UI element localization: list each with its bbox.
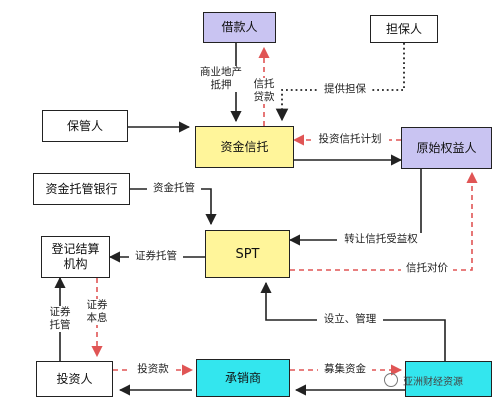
- node-fund-custody-bank: 资金托管银行: [33, 173, 130, 205]
- node-issuer: [405, 361, 492, 397]
- label-investment-payment: 投资款: [131, 363, 175, 376]
- label-trust-loan: 信托 贷款: [248, 78, 280, 104]
- label-principal-interest: 证券 本息: [81, 299, 113, 325]
- wechat-icon: [384, 373, 398, 387]
- node-spt: SPT: [205, 230, 290, 278]
- watermark-text: 亚洲财经资源: [403, 377, 463, 388]
- node-fund-trust: 资金信托: [195, 126, 294, 168]
- label-transfer-trust-beneficiary: 转让信托受益权: [337, 233, 425, 246]
- label-sec-custody-vertical: 证券 托管: [44, 306, 76, 332]
- label-establish-manage: 设立、管理: [317, 313, 383, 326]
- node-original-beneficiary: 原始权益人: [401, 127, 492, 169]
- node-registry: 登记结算 机构: [41, 236, 110, 278]
- label-invest-trust-plan: 投资信托计划: [311, 133, 389, 146]
- edge-provide-guarantee: [275, 43, 405, 122]
- label-fund-custody: 资金托管: [147, 182, 201, 195]
- node-custodian: 保管人: [42, 110, 128, 142]
- edge-transfer-trust-beneficiary: [288, 169, 422, 246]
- label-commercial-pledge: 商业地产 抵押: [190, 66, 252, 92]
- node-investor: 投资人: [36, 361, 113, 397]
- node-guarantor: 担保人: [370, 15, 438, 43]
- edge-trust-consideration: [290, 171, 478, 271]
- label-raise-funds: 募集资金: [318, 363, 372, 376]
- node-borrower: 借款人: [203, 12, 276, 43]
- node-underwriter: 承销商: [196, 359, 290, 397]
- label-securities-custody: 证券托管: [129, 250, 183, 263]
- label-trust-consideration: 信托对价: [401, 262, 453, 275]
- label-provide-guarantee: 提供担保: [318, 83, 372, 96]
